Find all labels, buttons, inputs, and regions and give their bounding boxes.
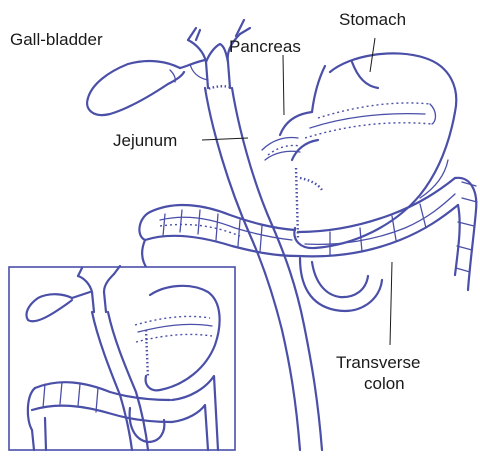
stomach-label: Stomach xyxy=(339,10,406,29)
transverse-colon-label-line1: Transverse xyxy=(336,353,420,372)
gallbladder-label: Gall-bladder xyxy=(10,30,103,49)
stomach-drawing xyxy=(280,53,456,248)
transverse-colon-label-line2: colon xyxy=(364,374,405,393)
gallbladder-drawing xyxy=(87,20,250,115)
inset-panel xyxy=(9,266,235,450)
pancreas-label: Pancreas xyxy=(229,37,301,56)
jejunum-label: Jejunum xyxy=(113,131,177,150)
